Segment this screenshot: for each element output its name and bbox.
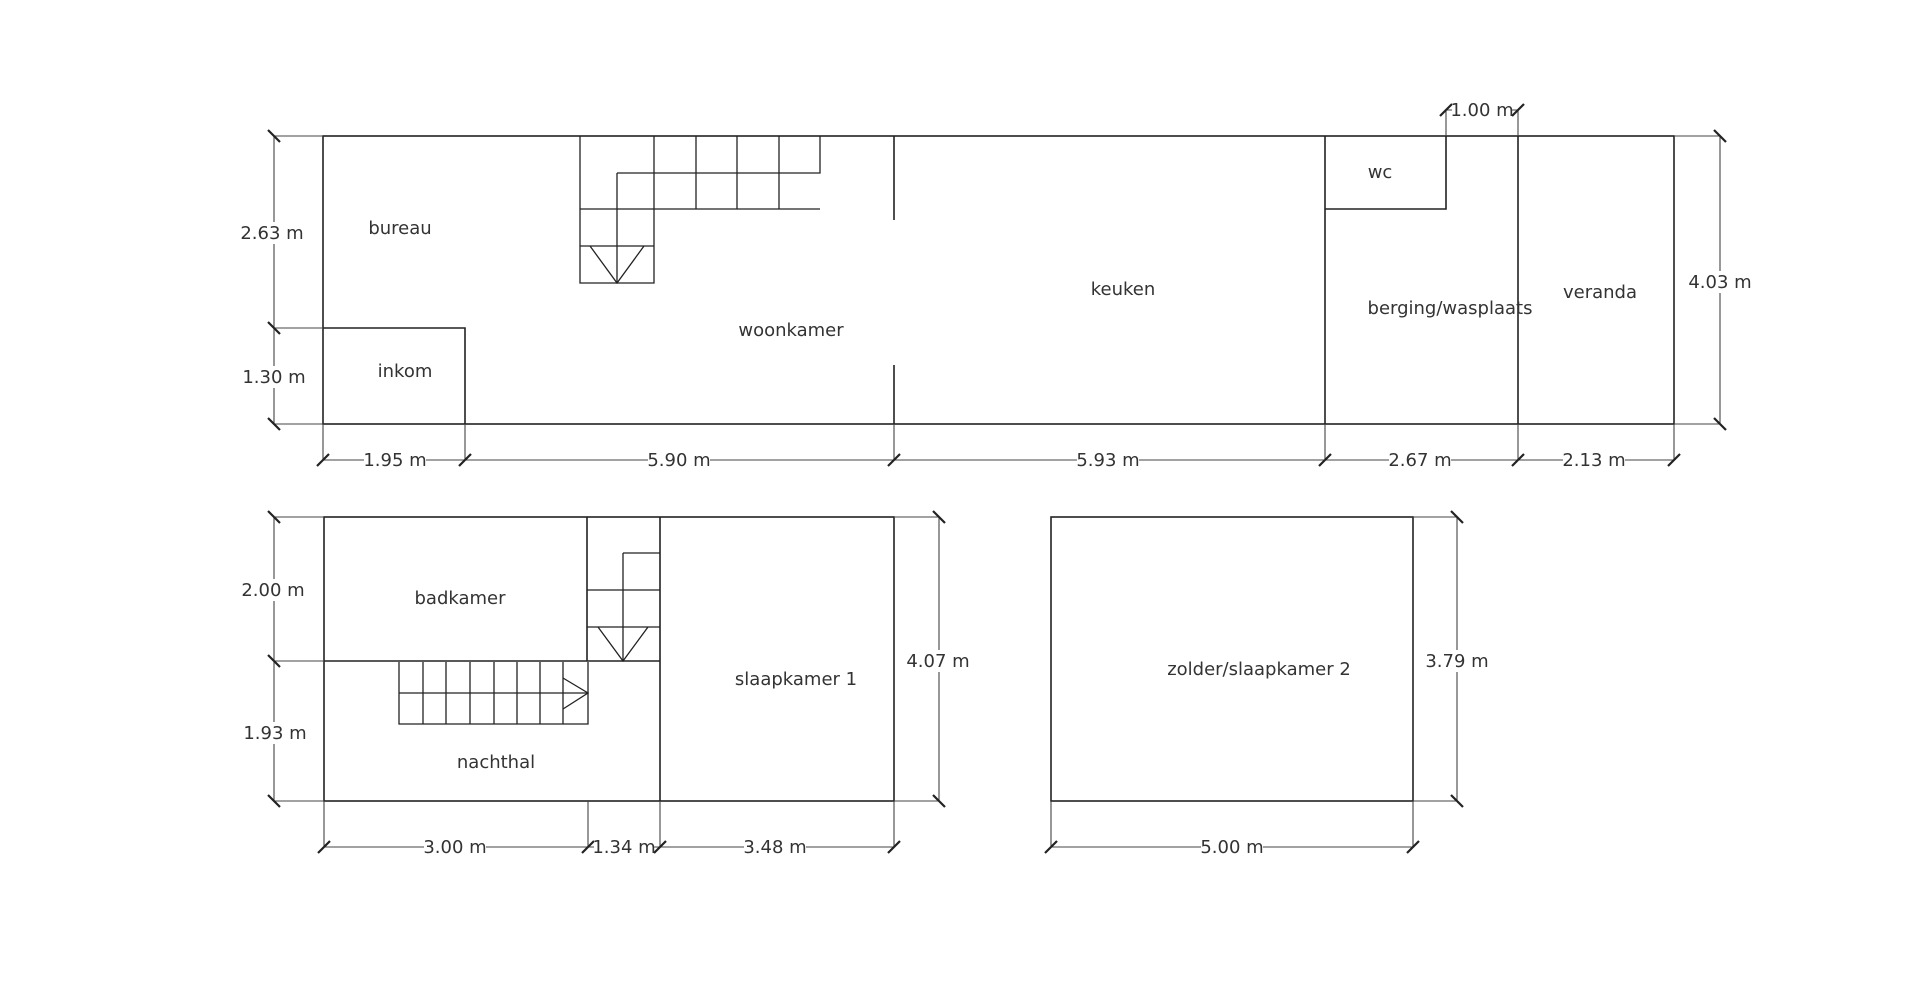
dim-nachthal-height: 1.93 m xyxy=(243,723,306,744)
first-floor-plan: 2.00 m 1.93 m 3.00 m 1.34 m 3.48 m 4.07 … xyxy=(240,510,971,858)
dim-bottom-2: 5.90 m xyxy=(647,450,710,471)
room-label-berging: berging/wasplaats xyxy=(1368,298,1533,319)
dim-bottom-5: 2.13 m xyxy=(1562,450,1625,471)
attic-outline xyxy=(1050,516,1414,802)
dimension-bottom: 5.00 m xyxy=(1044,801,1420,858)
dim-bottom-1: 1.95 m xyxy=(363,450,426,471)
first-floor-walls xyxy=(324,517,661,801)
room-label-badkamer: badkamer xyxy=(414,588,506,609)
room-label-inkom: inkom xyxy=(378,361,433,382)
room-label-veranda: veranda xyxy=(1563,282,1637,303)
dim-bottom-3: 5.93 m xyxy=(1076,450,1139,471)
dimension-bottom: 3.00 m 1.34 m 3.48 m xyxy=(317,801,901,858)
room-label-keuken: keuken xyxy=(1091,279,1156,300)
dim-inkom-height: 1.30 m xyxy=(242,367,305,388)
room-label-zolder: zolder/slaapkamer 2 xyxy=(1167,659,1351,680)
room-label-bureau: bureau xyxy=(368,218,431,239)
dim-bottom-2: 1.34 m xyxy=(592,837,655,858)
dimension-top-wc: 1.00 m xyxy=(1439,99,1525,136)
dim-bottom-1: 3.00 m xyxy=(423,837,486,858)
dim-total-depth: 4.03 m xyxy=(1688,272,1751,293)
dim-attic-width: 5.00 m xyxy=(1200,837,1263,858)
staircase-icon xyxy=(579,136,821,285)
ground-floor-outline xyxy=(322,135,1675,425)
dimension-bottom: 1.95 m 5.90 m 5.93 m 2.67 m 2.13 m xyxy=(316,424,1681,471)
attic-plan: 3.79 m 5.00 m zolder/slaapkamer 2 xyxy=(1044,510,1489,858)
dim-attic-depth: 3.79 m xyxy=(1425,651,1488,672)
dim-bottom-4: 2.67 m xyxy=(1388,450,1451,471)
dim-wc-width: 1.00 m xyxy=(1450,100,1513,121)
staircase-icon xyxy=(398,552,660,725)
dimension-right: 4.03 m xyxy=(1674,129,1752,431)
room-label-wc: wc xyxy=(1368,162,1393,183)
first-floor-outline xyxy=(323,516,895,802)
dim-badkamer-height: 2.00 m xyxy=(241,580,304,601)
dimension-left: 2.63 m 1.30 m xyxy=(240,129,323,431)
inkom-walls xyxy=(323,327,466,424)
dim-total-depth: 4.07 m xyxy=(906,651,969,672)
room-label-woonkamer: woonkamer xyxy=(738,320,844,341)
dim-bureau-height: 2.63 m xyxy=(240,223,303,244)
room-label-slaapkamer-1: slaapkamer 1 xyxy=(735,669,857,690)
wc-walls xyxy=(1325,136,1447,210)
room-label-nachthal: nachthal xyxy=(457,752,535,773)
dimension-right: 3.79 m xyxy=(1413,510,1489,808)
dimension-left: 2.00 m 1.93 m xyxy=(240,510,324,808)
ground-floor-plan: 2.63 m 1.30 m 1.95 m 5.90 m 5.93 m 2.67 … xyxy=(240,99,1752,471)
dim-bottom-3: 3.48 m xyxy=(743,837,806,858)
dimension-right: 4.07 m xyxy=(894,510,971,808)
